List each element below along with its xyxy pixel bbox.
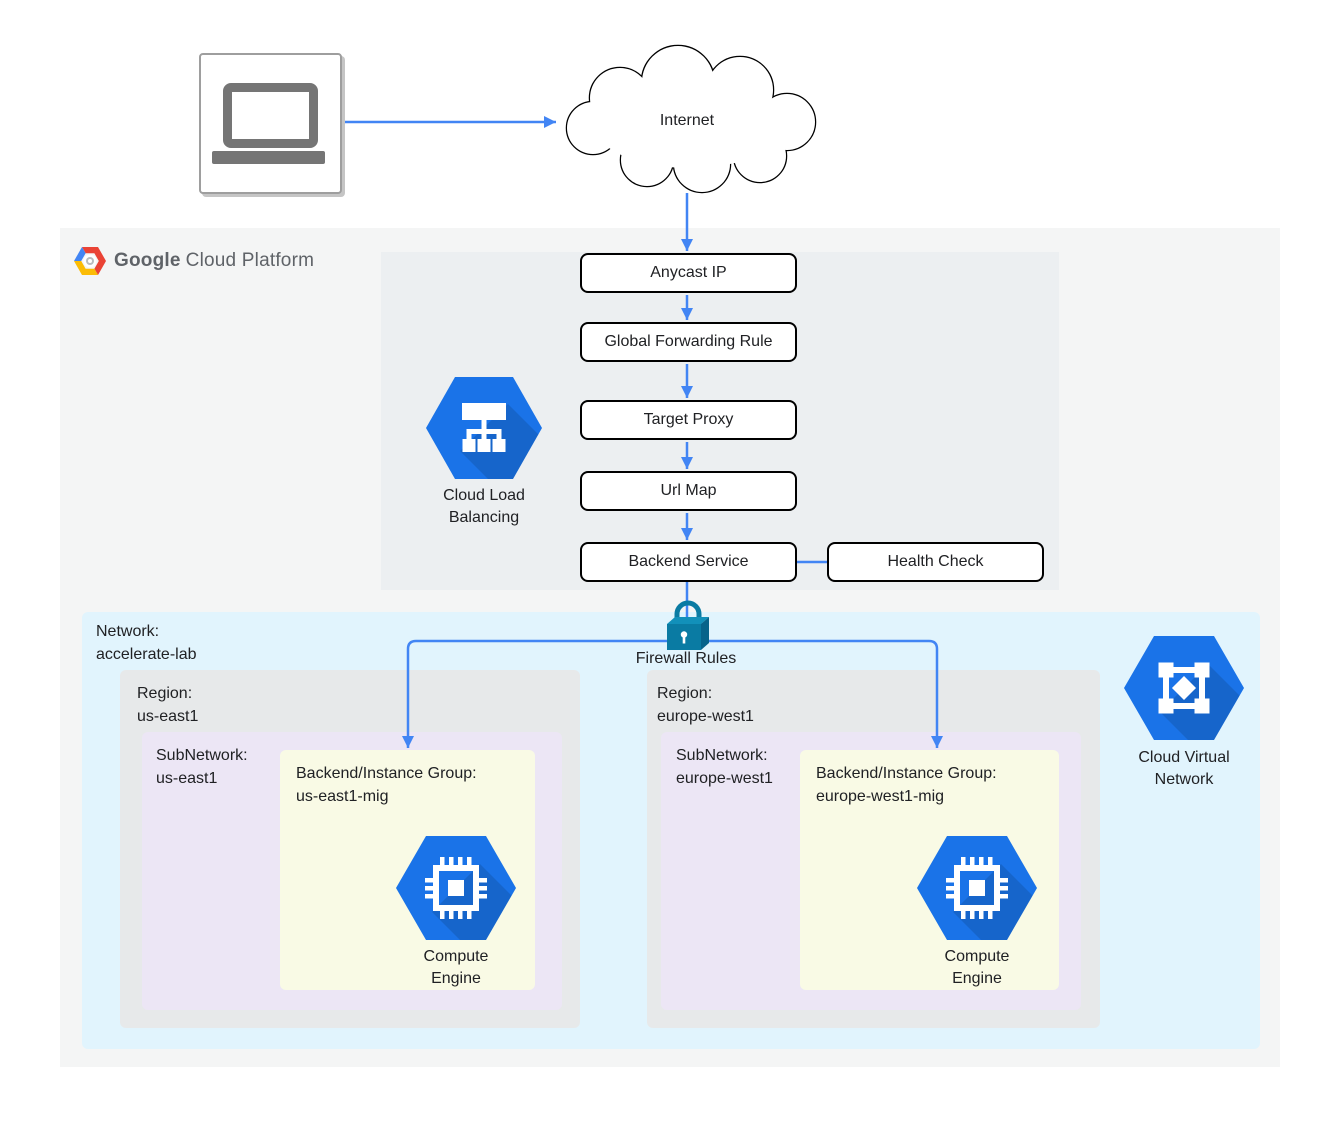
backend-service-box: Backend Service	[580, 542, 797, 582]
region-label-europe-west1: Region: europe-west1	[657, 685, 754, 725]
health-check-label: Health Check	[887, 553, 984, 570]
anycast-ip-label: Anycast IP	[650, 264, 727, 281]
cloud-virtual-network-caption: Cloud Virtual Network	[1138, 749, 1230, 788]
url-map-label: Url Map	[660, 482, 717, 499]
firewall-rules-label: Firewall Rules	[635, 650, 737, 667]
target-proxy-label: Target Proxy	[643, 411, 734, 428]
backend-service-label: Backend Service	[628, 553, 749, 570]
region-label-us-east1: Region: us-east1	[137, 685, 199, 725]
global-forwarding-rule-box: Global Forwarding Rule	[580, 322, 797, 362]
anycast-ip-box: Anycast IP	[580, 253, 797, 293]
cloud-load-balancing-caption: Cloud Load Balancing	[443, 487, 525, 526]
compute-engine-caption-us-east1: Compute Engine	[423, 948, 489, 987]
client-device-card	[199, 53, 342, 194]
target-proxy-box: Target Proxy	[580, 400, 797, 440]
load-balancer-glyph	[462, 403, 506, 452]
subnetwork-label-us-east1: SubNetwork: us-east1	[156, 747, 248, 787]
global-forwarding-rule-label: Global Forwarding Rule	[604, 333, 773, 350]
instance-group-label-us-east1: Backend/Instance Group: us-east1-mig	[296, 765, 477, 805]
gcp-logo-icon	[74, 247, 106, 275]
compute-engine-glyph	[946, 857, 1008, 919]
compute-engine-icon-europe-west1	[917, 836, 1037, 940]
brand-product: Cloud Platform	[185, 250, 315, 271]
subnetwork-label-europe-west1: SubNetwork: europe-west1	[676, 747, 773, 787]
compute-engine-icon-us-east1	[396, 836, 516, 940]
compute-engine-glyph	[425, 857, 487, 919]
cloud-virtual-network-icon	[1124, 636, 1244, 740]
virtual-network-glyph	[1158, 662, 1210, 714]
health-check-box: Health Check	[827, 542, 1044, 582]
internet-label: Internet	[659, 112, 715, 129]
cloud-load-balancing-icon	[426, 377, 542, 479]
network-label: Network: accelerate-lab	[96, 623, 197, 663]
url-map-box: Url Map	[580, 471, 797, 511]
instance-group-label-europe-west1: Backend/Instance Group: europe-west1-mig	[816, 765, 997, 805]
internet-cloud-icon	[565, 44, 817, 194]
compute-engine-caption-europe-west1: Compute Engine	[944, 948, 1010, 987]
firewall-lock-icon	[667, 600, 709, 650]
brand-google: Google	[114, 250, 181, 271]
